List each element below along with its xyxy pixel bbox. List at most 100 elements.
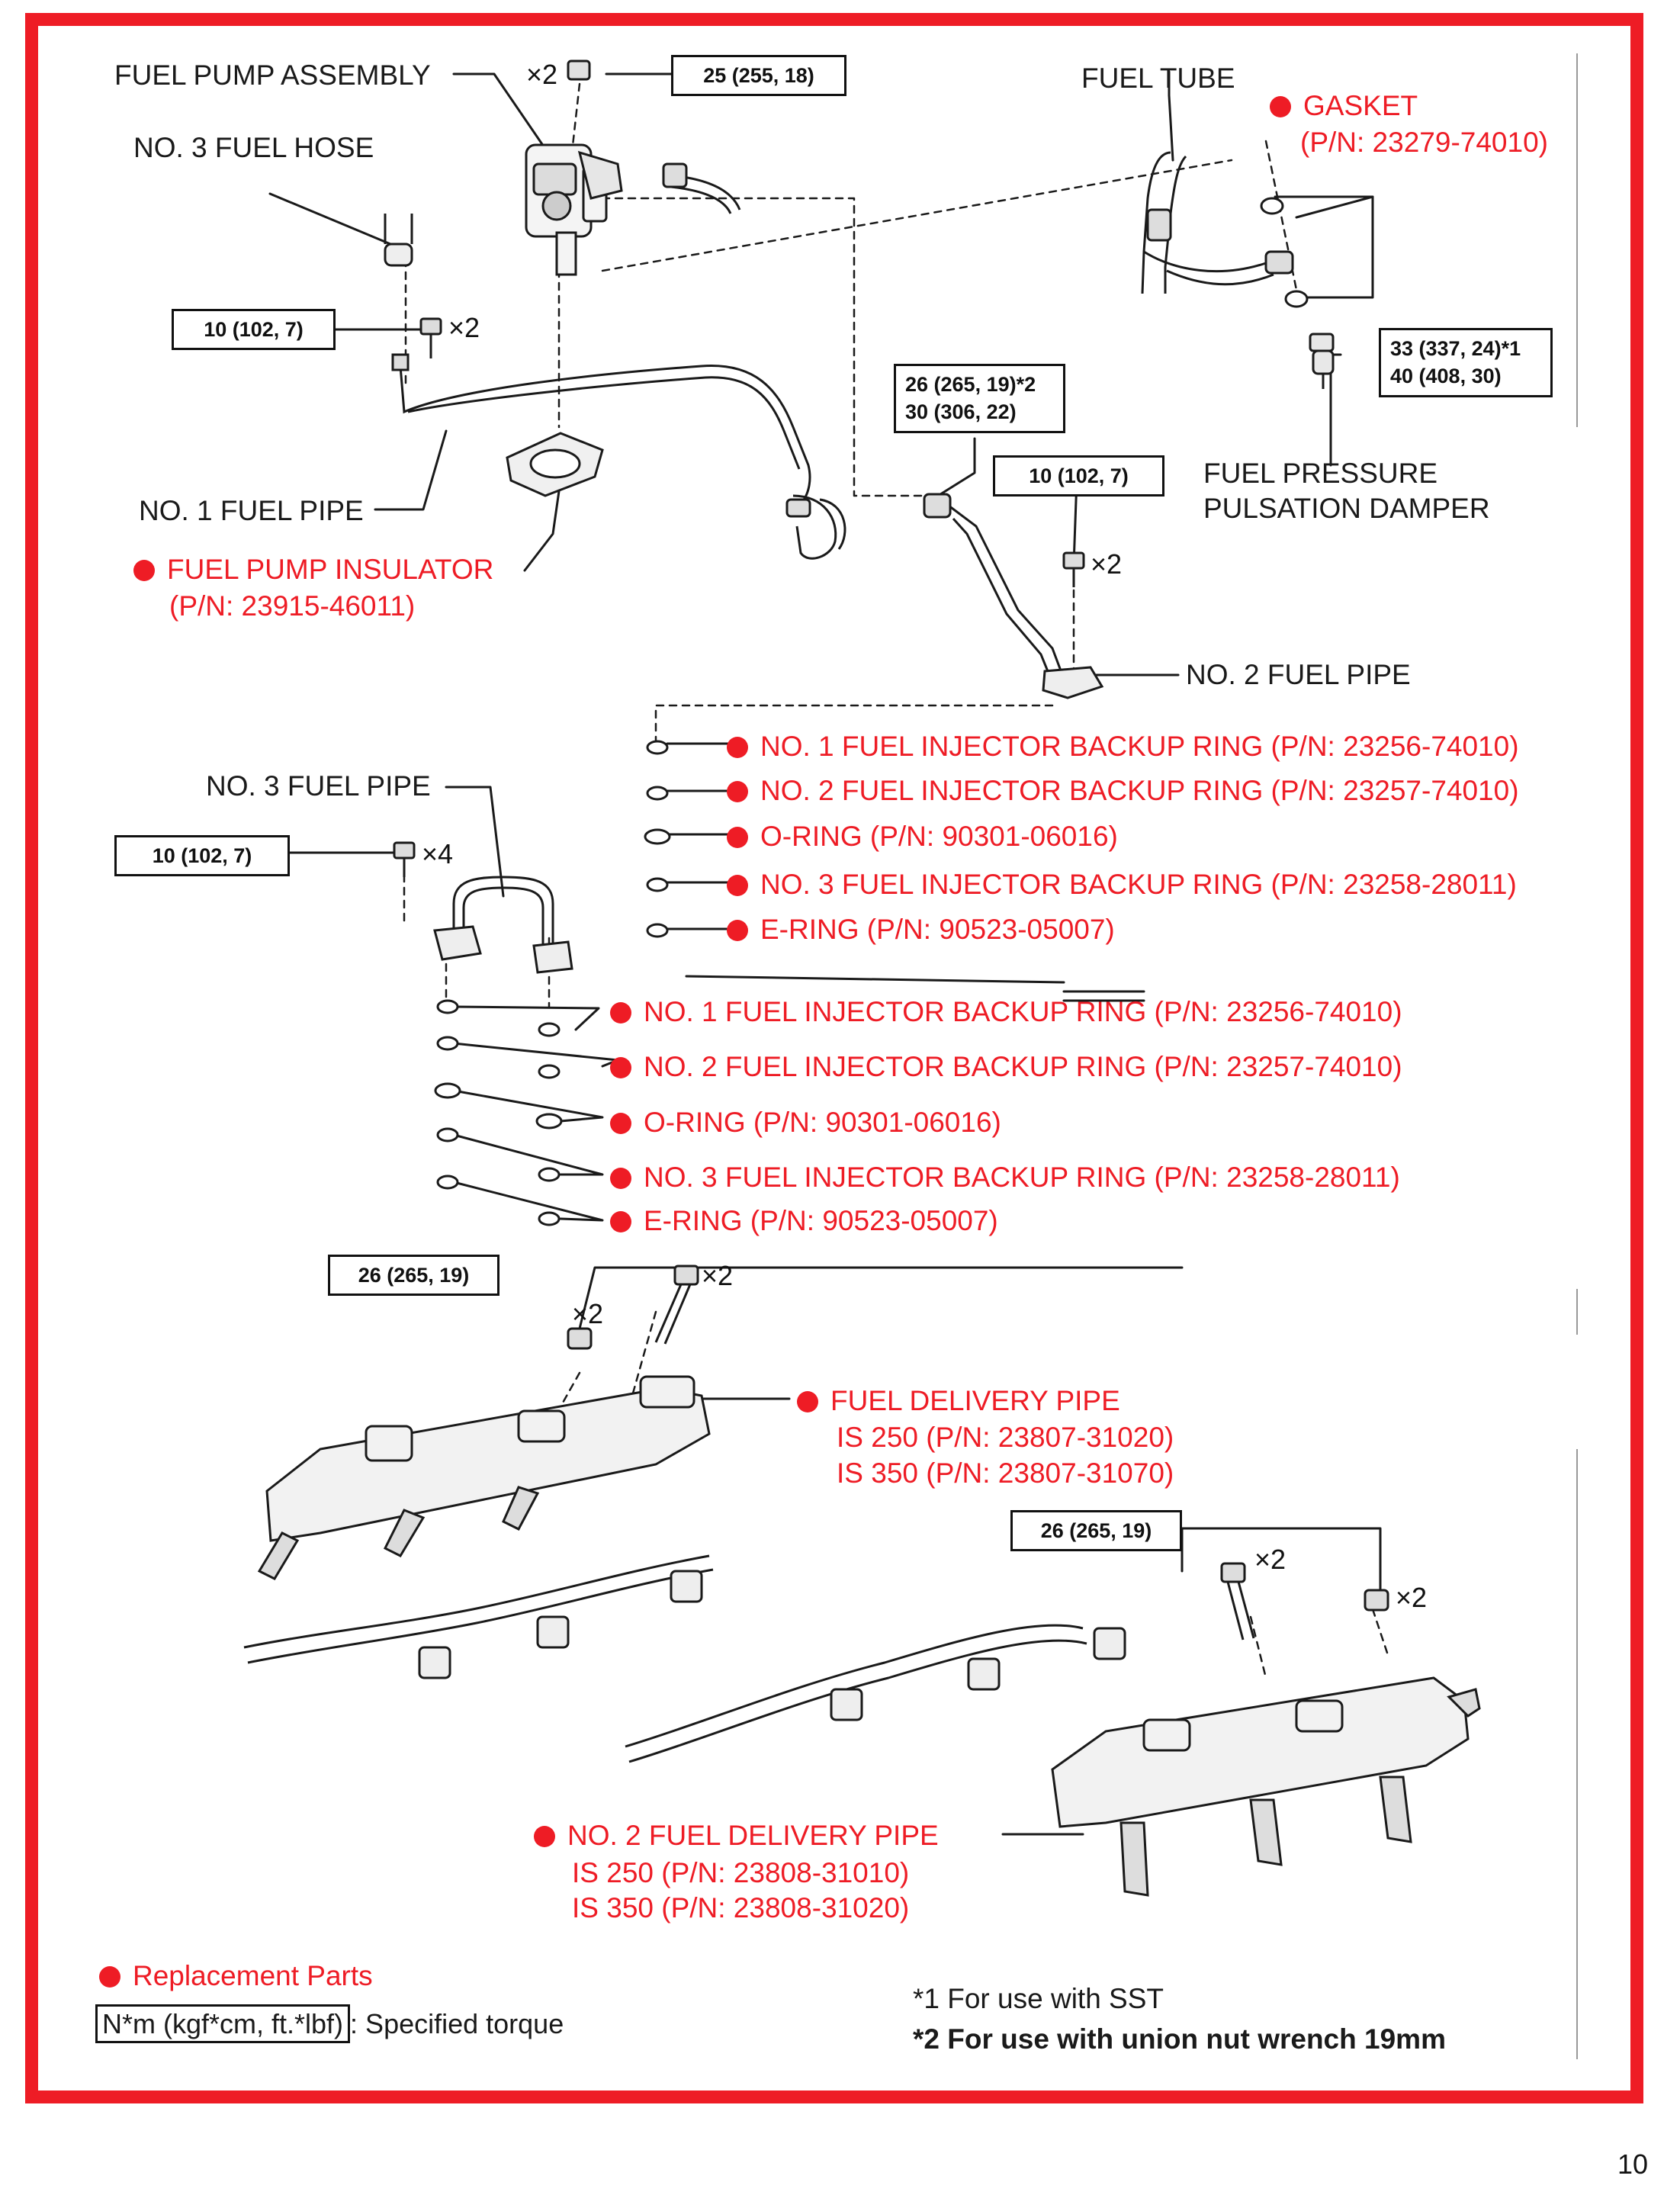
ring-leaders-lower (452, 1005, 619, 1222)
torque-delivery-pipe: 26 (265, 19) (328, 1255, 500, 1297)
label-fuel-pump-assembly: FUEL PUMP ASSEMBLY (114, 59, 431, 91)
ring-text: E-RING (P/N: 90523-05007) (644, 1205, 998, 1236)
fuel-pump-insulator (506, 432, 604, 497)
label-no2-fuel-delivery-pipe-is250: IS 250 (P/N: 23808-31010) (572, 1857, 910, 1888)
label-damper-l1: FUEL PRESSURE (1203, 458, 1438, 489)
ring-upper-4: NO. 3 FUEL INJECTOR BACKUP RING (P/N: 23… (727, 870, 1517, 898)
torque-no2-delivery-pipe: 26 (265, 19) (1010, 1510, 1182, 1552)
replacement-dot (727, 827, 748, 848)
ring-upper-3: O-RING (P/N: 90301-06016) (727, 822, 1118, 850)
label-fuel-pump-insulator-pn: (P/N: 23915-46011) (169, 590, 416, 622)
ring-lower-4: NO. 3 FUEL INJECTOR BACKUP RING (P/N: 23… (610, 1163, 1400, 1191)
no2-delivery-pipe-bolt (1220, 1562, 1255, 1641)
label-fuel-tube: FUEL TUBE (1081, 63, 1235, 94)
replacement-dot (610, 1211, 631, 1232)
label-gasket-pn: (P/N: 23279-74010) (1300, 127, 1548, 158)
legend-replacement-parts: Replacement Parts (99, 1962, 373, 1990)
no2-fuel-pipe (923, 493, 1104, 699)
ring-text: NO. 1 FUEL INJECTOR BACKUP RING (P/N: 23… (644, 996, 1402, 1027)
label-no2-fuel-delivery-pipe: NO. 2 FUEL DELIVERY PIPE (534, 1821, 939, 1849)
mult-pump-nut: ×2 (526, 59, 558, 90)
no2-pipe-bolt (1062, 551, 1085, 587)
ring-text: O-RING (P/N: 90301-06016) (644, 1107, 1001, 1138)
replacement-dot (610, 1002, 631, 1024)
label-fuel-pump-insulator: FUEL PUMP INSULATOR (133, 555, 493, 583)
ring-lower-1: NO. 1 FUEL INJECTOR BACKUP RING (P/N: 23… (610, 998, 1402, 1026)
mult-delivery-nut: ×2 (572, 1298, 604, 1329)
no2-fuel-delivery-pipe (1051, 1676, 1481, 1897)
ring-text: E-RING (P/N: 90523-05007) (760, 914, 1115, 945)
fuel-tube (1141, 151, 1294, 294)
legend-note2: *2 For use with union nut wrench 19mm (913, 2023, 1446, 2055)
ring-lower-2: NO. 2 FUEL INJECTOR BACKUP RING (P/N: 23… (610, 1052, 1402, 1081)
replacement-dot (727, 875, 748, 896)
ring-upper-2: NO. 2 FUEL INJECTOR BACKUP RING (P/N: 23… (727, 776, 1519, 805)
pump-nut (567, 59, 591, 81)
gasket-text: GASKET (1303, 90, 1418, 121)
label-fuel-delivery-pipe-is250: IS 250 (P/N: 23807-31020) (837, 1422, 1174, 1453)
mult-delivery-bolt: ×2 (702, 1260, 734, 1291)
rings-upper (644, 740, 671, 938)
ring-leaders-upper (666, 742, 730, 930)
ring-upper-5: E-RING (P/N: 90523-05007) (727, 915, 1115, 943)
delivery-pipe-bolt (654, 1265, 699, 1345)
replacement-dot (727, 781, 748, 802)
legend-torque-box: N*m (kgf*cm, ft.*lbf) (95, 2004, 351, 2043)
ring-upper-1: NO. 1 FUEL INJECTOR BACKUP RING (P/N: 23… (727, 732, 1519, 760)
page-number: 10 (1617, 2148, 1648, 2180)
replacement-dot (610, 1113, 631, 1134)
label-no3-fuel-hose: NO. 3 FUEL HOSE (133, 132, 374, 163)
gaskets (1260, 197, 1309, 308)
no2-delivery-pipe-text: NO. 2 FUEL DELIVERY PIPE (567, 1820, 939, 1851)
torque-union-l1: 26 (265, 19)*2 (905, 373, 1036, 396)
torque-damper-l1: 33 (337, 24)*1 (1390, 337, 1521, 360)
legend-torque: N*m (kgf*cm, ft.*lbf): Specified torque (95, 2004, 564, 2043)
delivery-pipe-text: FUEL DELIVERY PIPE (830, 1385, 1120, 1416)
torque-union-l2: 30 (306, 22) (905, 400, 1017, 424)
mult-no2-delivery-bolt: ×2 (1254, 1544, 1287, 1575)
label-fuel-delivery-pipe-is350: IS 350 (P/N: 23807-31070) (837, 1457, 1174, 1489)
wire-harness-1 (243, 1554, 714, 1679)
torque-damper: 33 (337, 24)*1 40 (408, 30) (1379, 328, 1553, 397)
replacement-dot (534, 1826, 555, 1847)
no1-pipe-bolt (419, 317, 442, 358)
fuel-pump-assembly (525, 143, 623, 276)
label-damper-l2: PULSATION DAMPER (1203, 493, 1490, 524)
ring-lower-3: O-RING (P/N: 90301-06016) (610, 1108, 1001, 1136)
mult-no2-pipe-bolt: ×2 (1091, 548, 1123, 580)
no2-delivery-pipe-nut (1364, 1589, 1389, 1612)
torque-no3-pipe-bolt: 10 (102, 7) (114, 835, 290, 877)
torque-no1-pipe-bolt: 10 (102, 7) (172, 309, 336, 351)
insulator-text: FUEL PUMP INSULATOR (167, 554, 494, 585)
replacement-dot (610, 1057, 631, 1078)
mult-no1-pipe-bolt: ×2 (448, 312, 480, 343)
torque-no2-pipe-bolt: 10 (102, 7) (993, 455, 1164, 497)
no3-fuel-pipe (433, 876, 573, 974)
label-gasket: GASKET (1270, 92, 1418, 120)
mult-no2-delivery-nut: ×2 (1396, 1582, 1428, 1613)
replacement-dot (727, 920, 748, 941)
label-no2-fuel-delivery-pipe-is350: IS 350 (P/N: 23808-31020) (572, 1892, 910, 1923)
torque-pump-nut: 25 (255, 18) (671, 55, 846, 97)
no3-fuel-hose (384, 214, 413, 267)
label-fuel-delivery-pipe: FUEL DELIVERY PIPE (797, 1387, 1120, 1415)
legend-note1: *1 For use with SST (913, 1983, 1164, 2014)
leader-lines (268, 70, 1382, 1836)
ring-text: NO. 3 FUEL INJECTOR BACKUP RING (P/N: 23… (644, 1162, 1400, 1193)
wire-harness-2 (625, 1624, 1126, 1763)
red-border-frame (25, 13, 1643, 2103)
delivery-pipe-nut (567, 1327, 593, 1350)
label-no1-fuel-pipe: NO. 1 FUEL PIPE (139, 495, 364, 526)
ring-text: O-RING (P/N: 90301-06016) (760, 821, 1118, 852)
label-no3-fuel-pipe: NO. 3 FUEL PIPE (206, 770, 431, 802)
ring-text: NO. 1 FUEL INJECTOR BACKUP RING (P/N: 23… (760, 731, 1519, 762)
no3-pipe-bolt (393, 841, 416, 877)
replacement-dot (133, 560, 155, 581)
replacement-dot (610, 1168, 631, 1189)
torque-damper-l2: 40 (408, 30) (1390, 365, 1502, 388)
no1-fuel-pipe (391, 353, 846, 560)
replacement-dot (1270, 96, 1291, 117)
fuel-tube-upper (662, 162, 741, 214)
mult-no3-pipe-bolt: ×4 (422, 838, 454, 869)
rings-lower (434, 999, 563, 1226)
